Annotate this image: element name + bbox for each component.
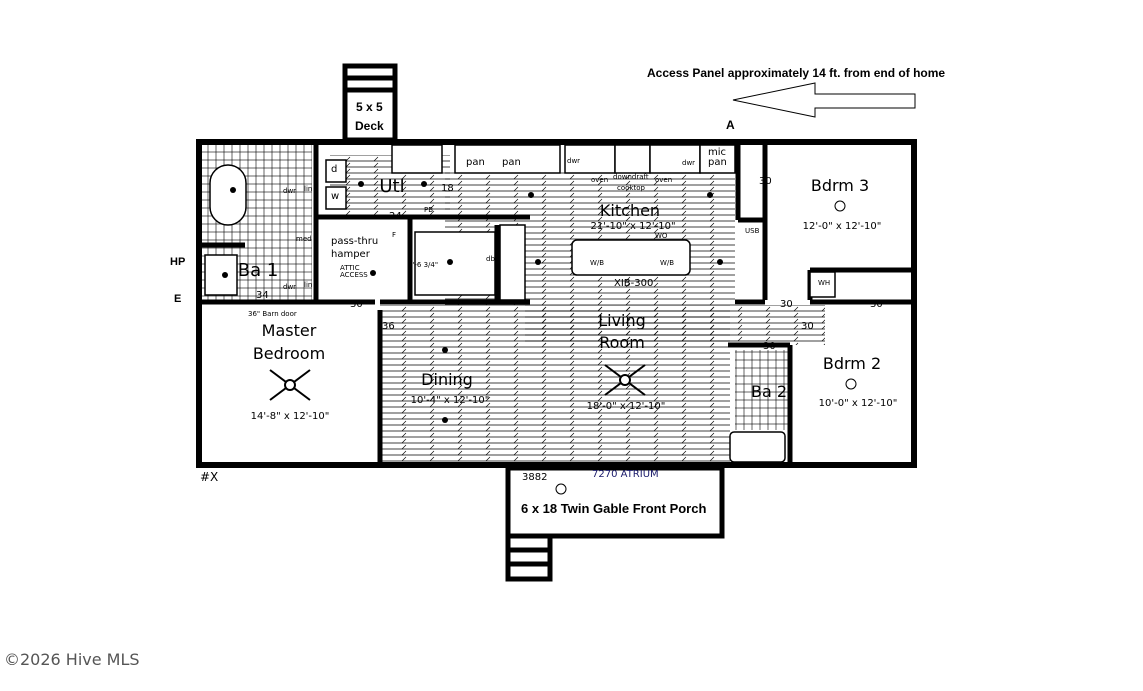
utl-name: Utl [379,176,405,197]
pass-thru-label: pass-thru [331,236,379,247]
ba2-name: Ba 2 [750,382,788,401]
living-name-1: Living [598,311,646,330]
linen-1: lin [304,185,313,193]
door-30-hall: 30 [350,299,363,310]
island-model: XIB-300 [614,278,654,289]
master-size: 14'-8" x 12'-10" [250,411,330,422]
downdraft-label: downdraft [613,173,649,181]
dryer: d [331,164,338,175]
door-24: 24 [389,211,402,222]
kitchen-size: 21'-10" x 12'-10" [590,221,676,232]
bath2-floor [735,350,790,430]
furnace-label: F [392,231,397,239]
living-size: 18'-0" x 12'-10" [586,401,666,412]
ba1-door: 34 [256,290,269,301]
bdrm3-size: 12'-0" x 12'-10" [802,221,882,232]
wo-label: WO [655,232,668,240]
master-name-2: Bedroom [252,344,326,363]
drawer-bath-1: dwr [283,187,297,195]
oven-2: oven [655,176,673,184]
db-label: db [486,255,495,263]
light-fixtures [222,181,723,423]
hall-floor [525,305,825,345]
drawer-1: dwr [567,157,581,165]
marker-hp: HP [170,256,186,268]
deck-label: Deck [355,119,384,133]
mic-pantry: mic pan [708,147,727,168]
interior-walls [199,145,914,465]
bdrm2-name: Bdrm 2 [822,354,882,373]
cooktop-label: cooktop [617,184,645,192]
attic-access: ATTIC ACCESS [340,264,368,279]
wb-1: W/B [590,259,605,267]
porch-door: 3882 [522,472,548,483]
living-name-2: Room [599,333,645,352]
hall-dim: 3'-6 3/4" [408,261,439,269]
access-panel-note: Access Panel approximately 14 ft. from e… [647,66,946,80]
door-30-a: 30 [780,299,793,310]
marker-e: E [174,293,182,305]
cabinets [204,144,836,463]
drawer-bath-2: dwr [283,283,297,291]
front-porch [505,465,725,582]
pantry-2: pan [502,157,521,168]
linen-2: lin [304,281,313,289]
master-name-1: Master [261,321,317,340]
bdrm2-size: 10'-0" x 12'-10" [818,398,898,409]
dining-size: 10'-4" x 12'-10" [410,395,490,406]
wb-2: W/B [660,259,675,267]
smoke-detector-icon [555,200,857,495]
drawer-2: dwr [682,159,696,167]
deck-size: 5 x 5 [356,100,383,114]
bdrm3-name: Bdrm 3 [810,176,870,195]
deck [342,63,398,143]
usb-label: USB [745,227,760,235]
arrow-left-icon [732,82,916,118]
dining-name: Dining [421,370,473,389]
porch-label: 6 x 18 Twin Gable Front Porch [521,501,707,516]
door-18: 18 [441,183,454,194]
medicine-cabinet: med [296,235,312,243]
ba1-name: Ba 1 [237,260,279,281]
oven-1: oven [591,176,609,184]
footer-symbols: #X [200,470,219,484]
door-30-bdrm3: 30 [759,176,772,187]
door-30-bdrm2: 30 [870,299,883,310]
copyright: ©2026 Hive MLS [4,650,140,669]
water-heater-label: WH [818,279,831,287]
ceiling-fan-icon [269,364,646,401]
hamper-label: hamper [331,249,370,260]
door-30-ba2: 30 [763,341,776,352]
kitchen-name: Kitchen [599,201,661,220]
pantry-1: pan [466,157,485,168]
barn-door-label: 36" Barn door [248,310,297,318]
washer: w [331,191,340,202]
door-30-b: 30 [801,321,814,332]
porch-atrium: 7270 ATRIUM [592,469,659,480]
door-36: 36 [382,321,395,332]
marker-a: A [726,118,735,132]
pb-label: PB [424,206,434,214]
